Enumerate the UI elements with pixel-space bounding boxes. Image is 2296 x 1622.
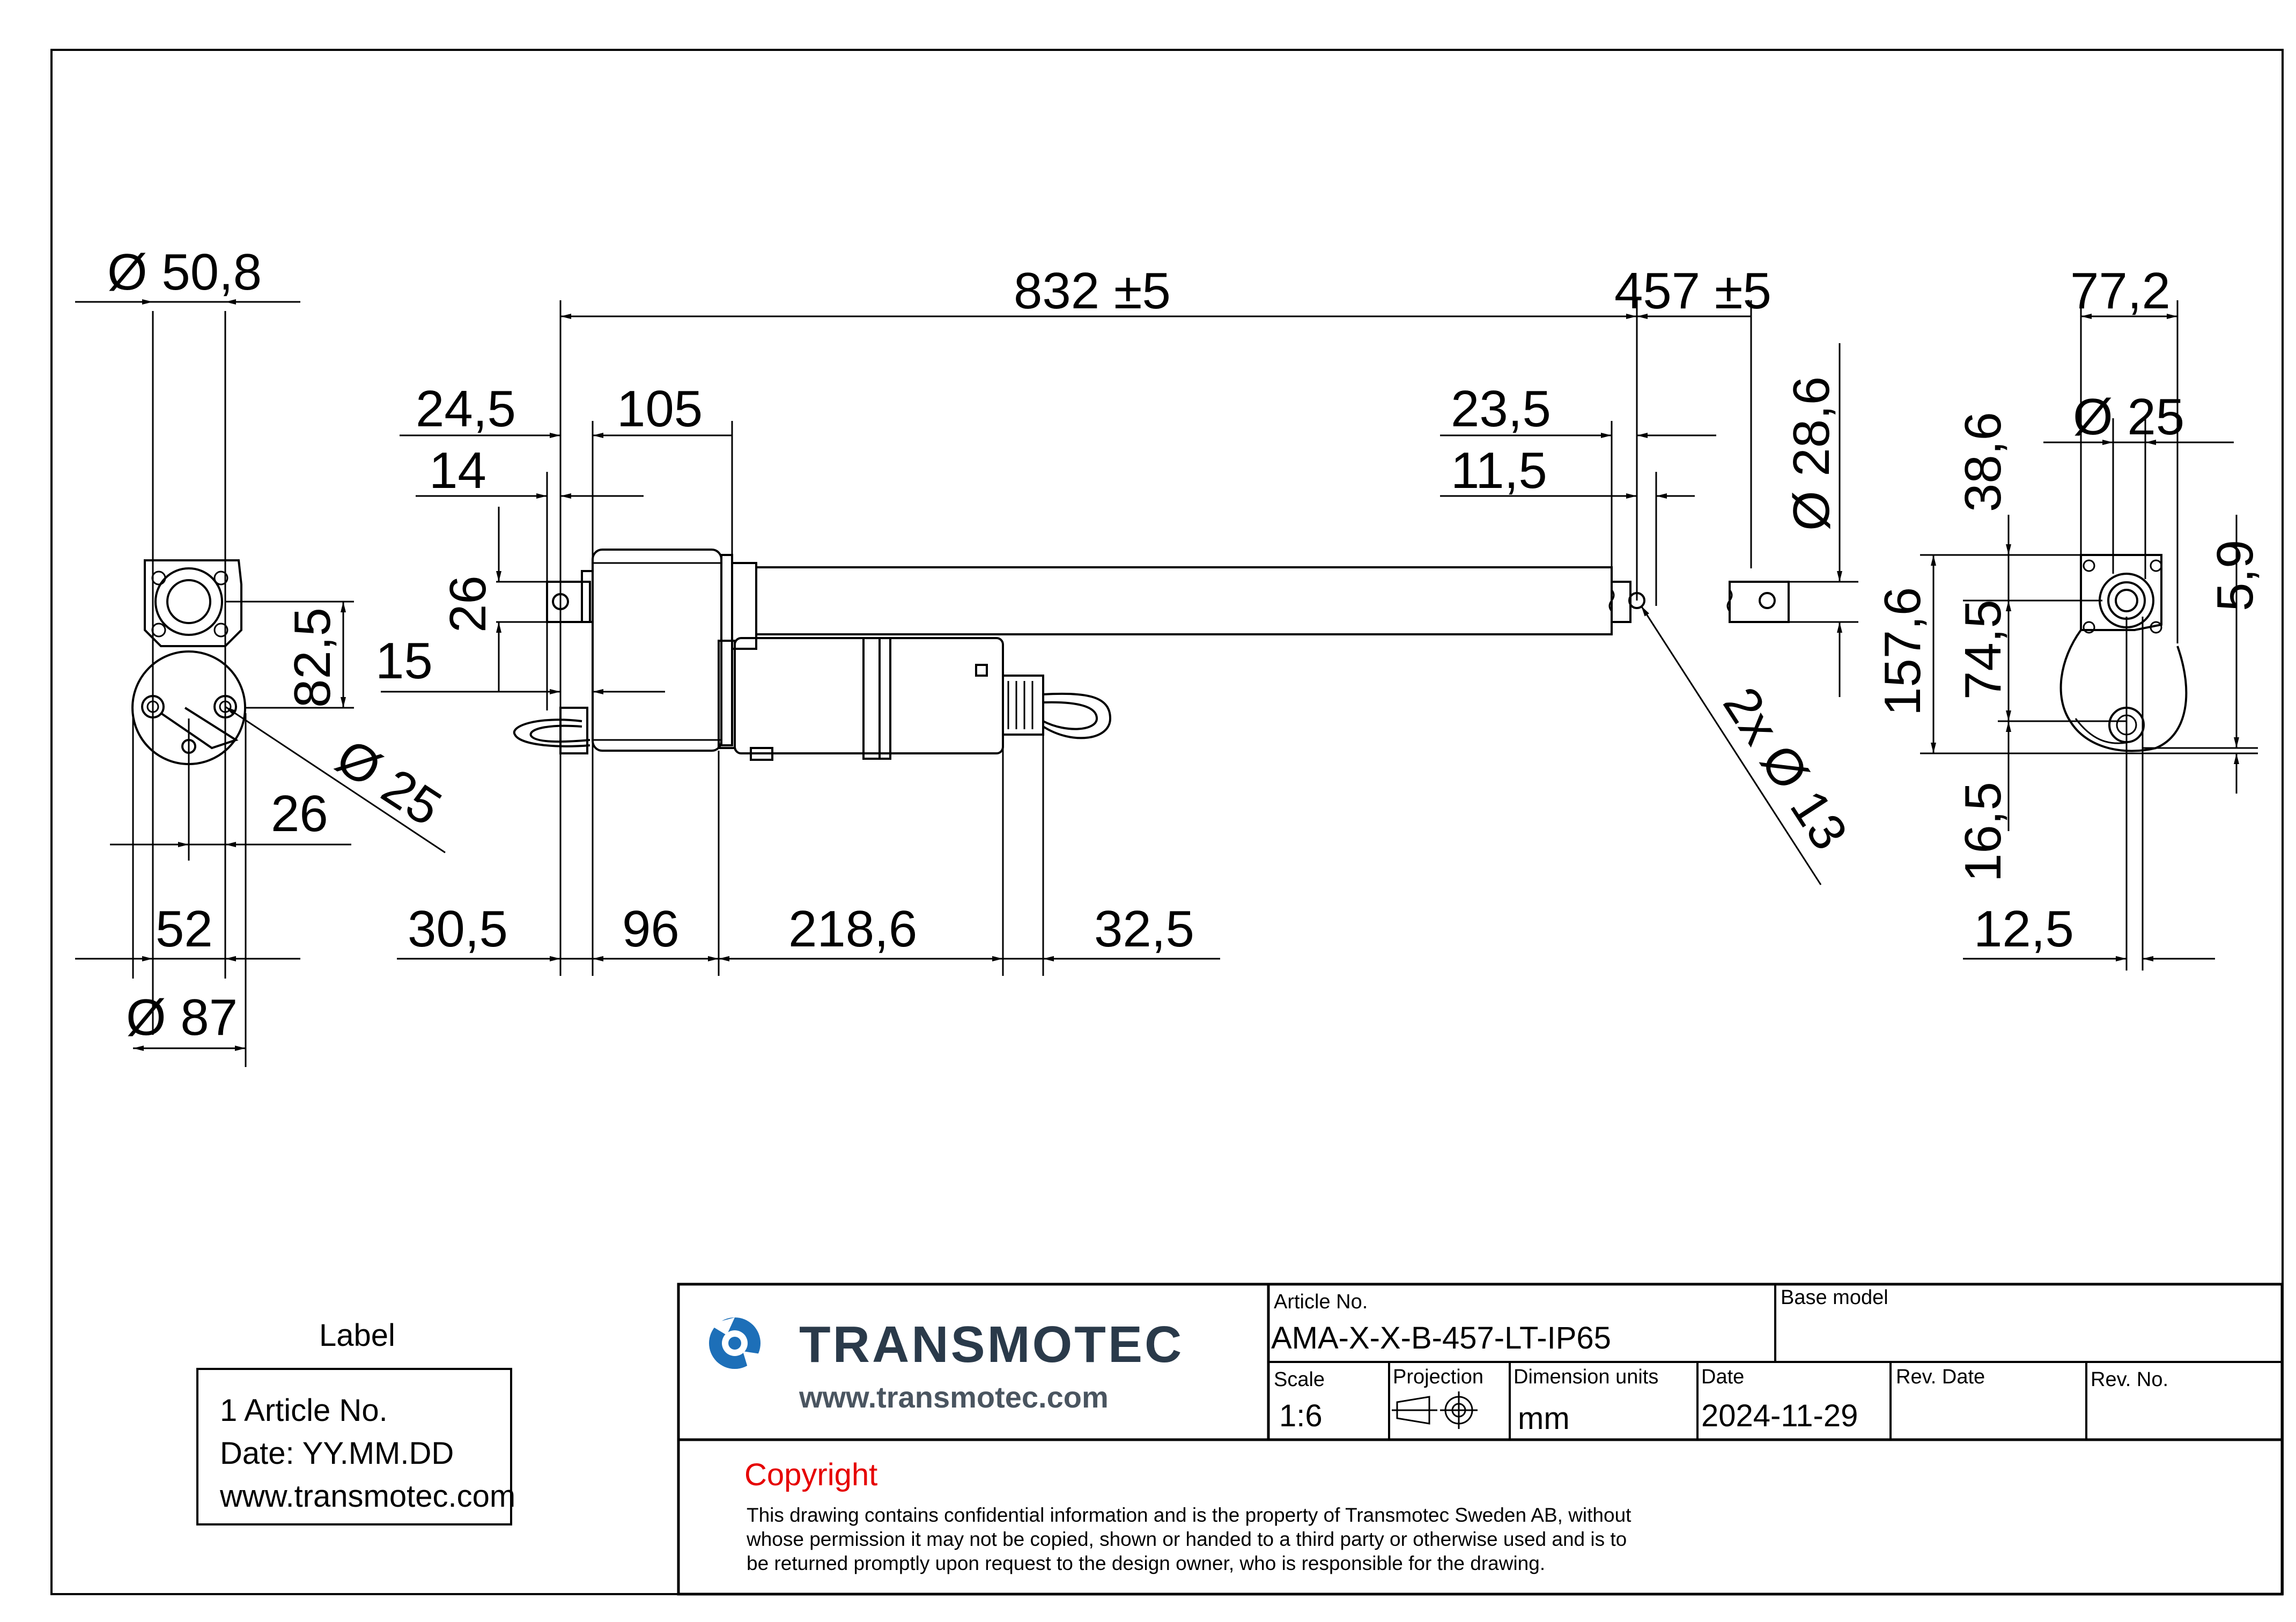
label-heading: Label: [319, 1318, 395, 1353]
title-block: TRANSMOTEC www.transmotec.com Article No…: [677, 1283, 2284, 1596]
right-end-view: [1920, 300, 2258, 971]
dimension-units-value: mm: [1518, 1401, 1570, 1436]
dim-32-5: 32,5: [1094, 900, 1194, 958]
dim-38-6: 38,6: [1954, 412, 2012, 512]
transmotec-logo-icon: [709, 1317, 761, 1369]
dim-157-6: 157,6: [1874, 587, 1931, 716]
rev-date-label: Rev. Date: [1896, 1366, 1985, 1388]
date-label: Date: [1701, 1366, 1744, 1388]
brand-url: www.transmotec.com: [799, 1380, 1109, 1414]
dim-16-5: 16,5: [1954, 782, 2012, 882]
rod-end-detail: [1726, 343, 1858, 697]
dim-82-5: 82,5: [284, 608, 341, 708]
dim-11-5: 11,5: [1451, 442, 1547, 499]
copyright-line-2: whose permission it may not be copied, s…: [746, 1528, 1627, 1550]
brand-name: TRANSMOTEC: [799, 1316, 1184, 1373]
dim-diameter-25-left: Ø 25: [327, 728, 452, 837]
dim-74-5: 74,5: [1954, 599, 2012, 700]
projection-label: Projection: [1393, 1366, 1483, 1388]
third-angle-projection-icon: [1392, 1391, 1478, 1429]
dim-diameter-87: Ø 87: [126, 989, 238, 1046]
label-line-article: 1 Article No.: [220, 1393, 388, 1428]
copyright-title: Copyright: [744, 1457, 877, 1492]
dim-2x-diameter-13: 2x Ø 13: [1712, 677, 1858, 860]
left-end-view: [75, 299, 446, 1067]
actuator-side-view: [381, 300, 1822, 976]
dim-26: 26: [271, 785, 328, 842]
dim-12-5: 12,5: [1974, 900, 2074, 958]
dim-30-5: 30,5: [408, 900, 508, 958]
dim-diameter-25-right: Ø 25: [2073, 388, 2184, 446]
dim-14: 14: [429, 442, 486, 499]
dim-5-9: 5,9: [2206, 540, 2264, 611]
dim-52: 52: [156, 900, 213, 958]
dim-457: 457 ±5: [1614, 262, 1771, 320]
copyright-line-1: This drawing contains confidential infor…: [747, 1504, 1631, 1526]
dim-77-2: 77,2: [2070, 262, 2171, 320]
dim-96: 96: [622, 900, 680, 958]
rev-no-label: Rev. No.: [2091, 1368, 2168, 1391]
dim-26-vertical: 26: [439, 575, 497, 633]
base-model-label: Base model: [1781, 1286, 1888, 1309]
scale-value: 1:6: [1279, 1398, 1323, 1433]
dim-15: 15: [375, 632, 433, 690]
dim-832: 832 ±5: [1014, 262, 1171, 320]
dim-24-5: 24,5: [416, 380, 516, 438]
label-line-date: Date: YY.MM.DD: [220, 1436, 454, 1471]
dimension-units-label: Dimension units: [1514, 1366, 1658, 1388]
dim-diameter-28-6: Ø 28,6: [1783, 376, 1840, 531]
date-value: 2024-11-29: [1701, 1398, 1858, 1433]
label-section: Label 1 Article No. Date: YY.MM.DD www.t…: [196, 1318, 515, 1525]
dimension-labels: Ø 50,8 832 ±5 457 ±5 77,2 24,5 105 14 23…: [107, 243, 2264, 1046]
dim-218-6: 218,6: [788, 900, 917, 958]
copyright-line-3: be returned promptly upon request to the…: [747, 1552, 1545, 1574]
label-box: [196, 1368, 512, 1525]
label-line-url: www.transmotec.com: [219, 1479, 515, 1514]
article-no-label: Article No.: [1274, 1291, 1368, 1313]
dim-23-5: 23,5: [1451, 380, 1551, 438]
dim-105: 105: [617, 380, 703, 438]
scale-label: Scale: [1274, 1368, 1325, 1391]
dim-diameter-50-8: Ø 50,8: [107, 243, 262, 301]
article-no-value: AMA-X-X-B-457-LT-IP65: [1271, 1321, 1611, 1356]
